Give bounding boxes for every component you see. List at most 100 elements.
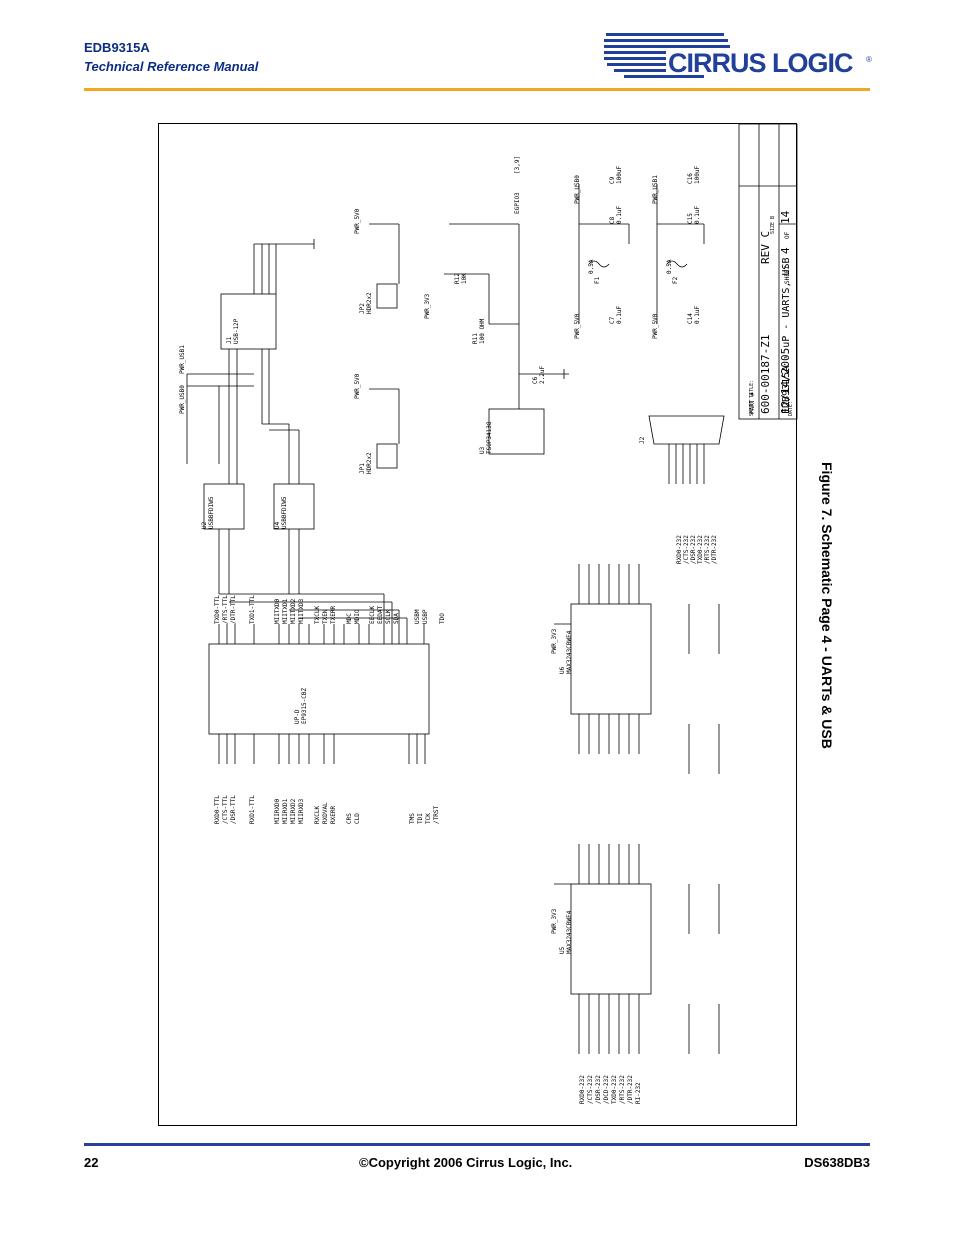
net-eth-rxclk: RXCLK [314, 806, 321, 824]
cirrus-logic-logo: CIRRUS LOGIC ® [604, 33, 872, 78]
c9-label: C9 [609, 176, 616, 184]
net-txd1-ttl: TXD1-TTL [249, 595, 256, 624]
net-rts-ttl: /RTS-TTL [222, 595, 229, 624]
net-mii-tx1: MIITXD1 [282, 598, 289, 624]
r11-label: R11 [472, 333, 479, 344]
jp1-type: HDR2x2 [366, 452, 373, 474]
net-db9-dsr: /DSR-232 [690, 535, 697, 564]
tb-of-label: OF [784, 231, 791, 239]
u6-type: MAX3243CBWE4 [566, 630, 573, 674]
net-mii-2: MIIRXD2 [290, 798, 297, 824]
net-pwr-3v3: PWR_3V3 [424, 293, 431, 319]
c16-value: 100uF [694, 166, 701, 184]
net-db9-txd0: TXD0-232 [697, 535, 704, 564]
net-txd0-ttl: TXD0-TTL [214, 595, 221, 624]
tb-part-label: PART # [749, 392, 756, 414]
net-eeclk: EECLK [369, 606, 376, 624]
net-dsr-ttl: /DSR-TTL [230, 795, 237, 824]
u4-label: U4 [274, 521, 281, 529]
u4-type: USBBFDIW5 [281, 496, 288, 529]
f2-label: F2 [672, 276, 679, 284]
header-rule [84, 88, 870, 91]
r11-value: 100 OHM [479, 318, 486, 344]
net-eth-txen: TXEN [322, 609, 329, 624]
c15-value: 0.1uF [694, 206, 701, 224]
net-txd0-232: TXD0-232 [611, 1075, 618, 1104]
net-mii-3: MIIRXD3 [298, 798, 305, 824]
tb-date: 12/14/2005 [779, 348, 792, 414]
f1-label: F1 [594, 276, 601, 284]
net-pwr-usb0: PWR_USB0 [179, 385, 186, 414]
r12-label: R12 [454, 273, 461, 284]
c7-value: 0.1uF [616, 306, 623, 324]
u1-type: EP9315-CBZ [301, 687, 308, 724]
schematic-drawing: 600-00187-Z1 REV C EDB9315A - uP - UARTS… [179, 124, 798, 1104]
net-eth-mdc: MDC [346, 613, 353, 624]
net-dsr-232: /DSR-232 [595, 1075, 602, 1104]
net-rxd0-ttl: RXD0-TTL [214, 795, 221, 824]
net-eth-rxdval: RXDVAL [322, 802, 329, 824]
u3-type: TSOP34138 [486, 421, 493, 454]
copyright: ©Copyright 2006 Cirrus Logic, Inc. [359, 1155, 573, 1170]
net-ri-232: RI-232 [635, 1082, 642, 1104]
u3-label: U3 [479, 446, 486, 454]
jp2-label: JP2 [359, 303, 366, 314]
net-jtag-tck: TCK [425, 813, 432, 824]
f2-rating: 0.5A [666, 259, 673, 274]
c15-label: C15 [687, 213, 694, 224]
tb-date-label: DATE: [788, 401, 794, 416]
c6-value: 2.2uF [539, 366, 546, 384]
net-db9-rts: /RTS-232 [704, 535, 711, 564]
net-cts-ttl: /CTS-TTL [222, 795, 229, 824]
tb-part-number: 600-00187-Z1 [759, 335, 772, 414]
c9-value: 100uF [616, 166, 623, 184]
net-rxd0-232: RXD0-232 [579, 1075, 586, 1104]
header-model: EDB9315A [84, 40, 150, 55]
net-mii-tx0: MIITXD0 [274, 598, 281, 624]
c14-label: C14 [687, 313, 694, 324]
net-jtag-trst: /TRST [433, 806, 440, 824]
net-eth-txclk: TXCLK [314, 606, 321, 624]
net-egpio3: EGPIO3 [514, 192, 521, 214]
net-jtag-tdi: TDI [417, 813, 424, 824]
net-rts-232: /RTS-232 [619, 1075, 626, 1104]
u2-type: USBBFDIW5 [208, 496, 215, 529]
net-usbp: USBP [422, 609, 429, 624]
net-rxd1-ttl: RXD1-TTL [249, 795, 256, 824]
c16-label: C16 [687, 173, 694, 184]
net-sclk: SCLK [385, 609, 392, 624]
r12-value: 10K [461, 273, 468, 284]
jp2-type: HDR2x2 [366, 292, 373, 314]
net-usbm: USBM [414, 609, 421, 624]
logo-registered-mark: ® [866, 55, 872, 64]
tb-size-label: SIZE B [770, 216, 776, 234]
net-pwr-usb1-fuse: PWR_USB1 [652, 175, 659, 204]
f1-rating: 0.5A [588, 259, 595, 274]
tb-sheet-title-label: SHEET TITLE: [749, 380, 755, 416]
net-egpio3-ref: [3,9] [514, 156, 521, 174]
c7-label: C7 [609, 316, 616, 324]
tb-rev: REV C [759, 231, 772, 264]
header-manual-title: Technical Reference Manual [84, 59, 259, 74]
net-dcd-232: /DCD-232 [603, 1075, 610, 1104]
document-id: DS638DB3 [804, 1155, 870, 1170]
net-eth-rxerr: RXERR [330, 806, 337, 824]
u2-label: U2 [201, 521, 208, 529]
figure-caption: Figure 7. Schematic Page 4 - UARTs & USB [819, 462, 835, 749]
c8-value: 0.1uF [616, 206, 623, 224]
tb-sheet-title: EDB9315A - uP - UARTS, USB [781, 257, 792, 414]
net-db9-cts: /CTS-232 [683, 535, 690, 564]
net-mii-tx3: MIITXD3 [298, 598, 305, 624]
net-dtr-ttl: /DTR-TTL [230, 595, 237, 624]
logo-text: CIRRUS LOGIC [668, 48, 853, 78]
page-number: 22 [84, 1155, 99, 1170]
net-pwr-3v3-u5: PWR_3V3 [551, 908, 558, 934]
net-eth-crs: CRS [346, 813, 353, 824]
net-db9-dtr: /DTR-232 [711, 535, 718, 564]
tb-total: 14 [779, 210, 792, 224]
j2-label: J2 [639, 436, 646, 444]
net-mii-0: MIIRXD0 [274, 798, 281, 824]
net-mii-tx2: MIITXD2 [290, 598, 297, 624]
c6-label: C6 [532, 376, 539, 384]
net-pwr-5v0-b: PWR_5V0 [652, 313, 659, 339]
